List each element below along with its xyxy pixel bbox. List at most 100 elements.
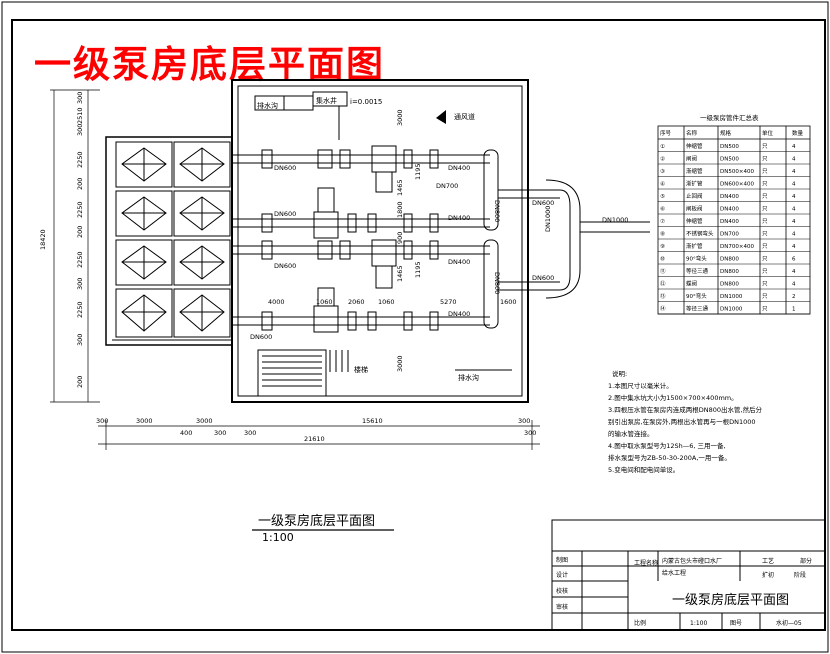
big-red-title: 一级泵房底层平面图 [34, 42, 385, 86]
dim-bottom: 3000 [136, 417, 153, 425]
dim-bottom: 300 [524, 429, 536, 437]
table-cell: DN700×400 [720, 244, 754, 250]
note-line: 的输水管连接。 [608, 429, 654, 438]
dim-inner: 3000 [396, 355, 404, 372]
dim-left: 2250 [76, 301, 84, 318]
dim-bottom: 400 [180, 429, 192, 437]
table-cell: ⑨ [660, 243, 665, 250]
table-cell: DN800 [720, 282, 739, 288]
note-line: 5.变电间和配电间单设。 [608, 465, 679, 474]
pipe-label: DN700 [436, 182, 458, 190]
suction-wells [115, 141, 231, 338]
table-cell: DN400 [720, 207, 739, 213]
table-cell: 只 [762, 218, 768, 225]
table-cell: ⑤ [660, 194, 665, 200]
table-cell: 4 [792, 282, 796, 288]
note-line: 排水泵型号为ZB-50-30-200A,一用一备。 [608, 453, 731, 462]
pipe-label: DN600 [274, 210, 296, 218]
dim-inner: 1465 [396, 265, 404, 282]
table-cell: 等径三通 [686, 305, 709, 313]
pipe-label: DN1000 [544, 206, 552, 232]
tb-label: 部分 [800, 557, 812, 565]
table-cell: 4 [792, 244, 796, 250]
table-cell: 只 [762, 268, 768, 275]
dim-inner: 1060 [316, 298, 333, 306]
tb-label: 工艺 [762, 557, 774, 565]
table-cell: DN400 [720, 219, 739, 225]
table-cell: ⑪ [660, 267, 666, 275]
tb-label: 审核 [556, 603, 568, 611]
dim-left: 300 [76, 124, 84, 136]
table-cell: 只 [762, 206, 768, 213]
dim-inner: 1600 [500, 298, 517, 306]
tb-label: 阶段 [794, 571, 806, 579]
tb-label: 比例 [634, 619, 646, 627]
pipe-label: DN800 [493, 200, 501, 222]
dim-left: 2250 [76, 251, 84, 268]
table-cell: ⑬ [660, 292, 666, 300]
dim-inner: 1800 [396, 201, 404, 218]
pipe-label: DN800 [493, 272, 501, 294]
table-cell: 渐缩管 [686, 167, 703, 175]
table-header-cell: 名称 [686, 129, 698, 137]
dim-inner: 5270 [440, 298, 457, 306]
table-cell: 90°弯头 [686, 292, 707, 300]
table-cell: 只 [762, 143, 768, 150]
table-title: 一级泵房管件汇总表 [700, 113, 759, 122]
plan-title: 一级泵房底层平面图 [258, 513, 375, 529]
table-cell: 4 [792, 169, 796, 175]
drain-trench-label: 排水沟 [458, 373, 479, 382]
table-cell: ④ [660, 182, 665, 188]
stairs-label: 楼梯 [354, 365, 368, 374]
tb-drawing-title: 一级泵房底层平面图 [672, 592, 789, 608]
stairs [257, 349, 349, 397]
dim-left: 2510 [76, 107, 84, 124]
note-line: 2.图中集水坑大小为1500×700×400mm。 [608, 393, 738, 402]
sump-label: 集水井 [316, 96, 337, 105]
dim-left: 2250 [76, 151, 84, 168]
table-cell: 只 [762, 306, 768, 313]
pipe-label: DN600 [250, 333, 272, 341]
tb-label: 工程名称 [634, 559, 658, 567]
table-cell: 1 [792, 307, 796, 313]
dim-bottom-mid: 15610 [362, 417, 383, 425]
note-line: 4.图中取水泵型号为12Sh—6, 三用一备, [608, 441, 726, 450]
dim-left: 200 [76, 178, 84, 190]
table-cell: 闸板阀 [686, 205, 703, 213]
table-cell: 只 [762, 193, 768, 200]
dim-inner: 1195 [414, 163, 422, 180]
dim-bottom: 300 [96, 417, 108, 425]
table-cell: 只 [762, 156, 768, 163]
table-cell: 只 [762, 231, 768, 238]
table-cell: ② [660, 156, 665, 163]
vent-icon [436, 110, 446, 124]
pipe-label: DN400 [448, 164, 470, 172]
table-cell: 4 [792, 194, 796, 200]
dim-left: 200 [76, 376, 84, 388]
note-line: 别引出泵房,在泵房外,两根出水管再与一根DN1000 [608, 417, 756, 426]
dim-inner: 2060 [348, 298, 365, 306]
title-block-grid [551, 519, 826, 631]
vent-label: 通风道 [454, 112, 475, 121]
table-cell: 4 [792, 144, 796, 150]
dim-left: 300 [76, 278, 84, 290]
table-cell: 6 [792, 257, 796, 263]
tb-value: 水初—05 [776, 619, 802, 627]
table-cell: 只 [762, 181, 768, 188]
table-cell: ⑥ [660, 207, 665, 213]
tb-label: 校核 [556, 587, 568, 595]
dim-inner: 1465 [396, 179, 404, 196]
pipe-label: DN600 [274, 164, 296, 172]
table-cell: DN500×400 [720, 169, 754, 175]
table-cell: 渐扩管 [686, 242, 703, 250]
table-cell: 90°弯头 [686, 255, 707, 263]
bottom-dimensions [98, 420, 540, 450]
table-cell: ⑦ [660, 218, 665, 225]
dim-left-total: 18420 [39, 229, 47, 250]
dim-inner: 1060 [378, 298, 395, 306]
tb-label: 设计 [556, 571, 568, 579]
tb-project: 给水工程 [662, 569, 686, 577]
sump-rooms [254, 91, 512, 371]
